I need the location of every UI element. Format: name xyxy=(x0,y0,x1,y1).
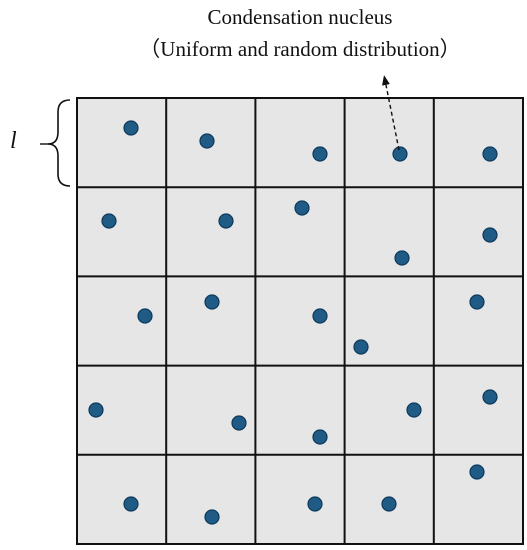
condensation-nucleus-dot xyxy=(123,496,139,512)
condensation-nucleus-dot xyxy=(123,120,139,136)
condensation-nucleus-dot xyxy=(469,464,485,480)
condensation-nucleus-dot xyxy=(294,200,310,216)
cell-length-label: l xyxy=(10,128,17,154)
condensation-nucleus-dot xyxy=(381,496,397,512)
condensation-nucleus-dot xyxy=(204,509,220,525)
condensation-nucleus-dot xyxy=(137,308,153,324)
grid xyxy=(76,97,524,545)
condensation-nucleus-dot xyxy=(482,389,498,405)
condensation-nucleus-dot xyxy=(312,308,328,324)
condensation-nucleus-dot xyxy=(469,294,485,310)
caption-line-2: （Uniform and random distribution） xyxy=(139,37,460,61)
cell-length-bracket xyxy=(47,99,71,187)
condensation-nucleus-dot xyxy=(312,429,328,445)
condensation-nucleus-dot xyxy=(406,402,422,418)
caption-line-1: Condensation nucleus xyxy=(208,5,393,29)
condensation-nucleus-dot xyxy=(199,133,215,149)
condensation-nucleus-dot xyxy=(307,496,323,512)
pointer-arrow xyxy=(382,75,400,151)
condensation-nucleus-dot xyxy=(101,213,117,229)
condensation-nucleus-dot xyxy=(218,213,234,229)
condensation-nucleus-dot xyxy=(204,294,220,310)
grid-border xyxy=(76,97,524,545)
condensation-nucleus-dot xyxy=(353,339,369,355)
condensation-nucleus-dot xyxy=(312,146,328,162)
condensation-nucleus-dot xyxy=(482,227,498,243)
nuclei xyxy=(88,120,498,525)
condensation-nucleus-dot xyxy=(231,415,247,431)
condensation-nucleus-dot xyxy=(88,402,104,418)
condensation-nucleus-dot xyxy=(392,146,408,162)
condensation-nucleus-dot xyxy=(482,146,498,162)
condensation-nucleus-dot xyxy=(394,250,410,266)
